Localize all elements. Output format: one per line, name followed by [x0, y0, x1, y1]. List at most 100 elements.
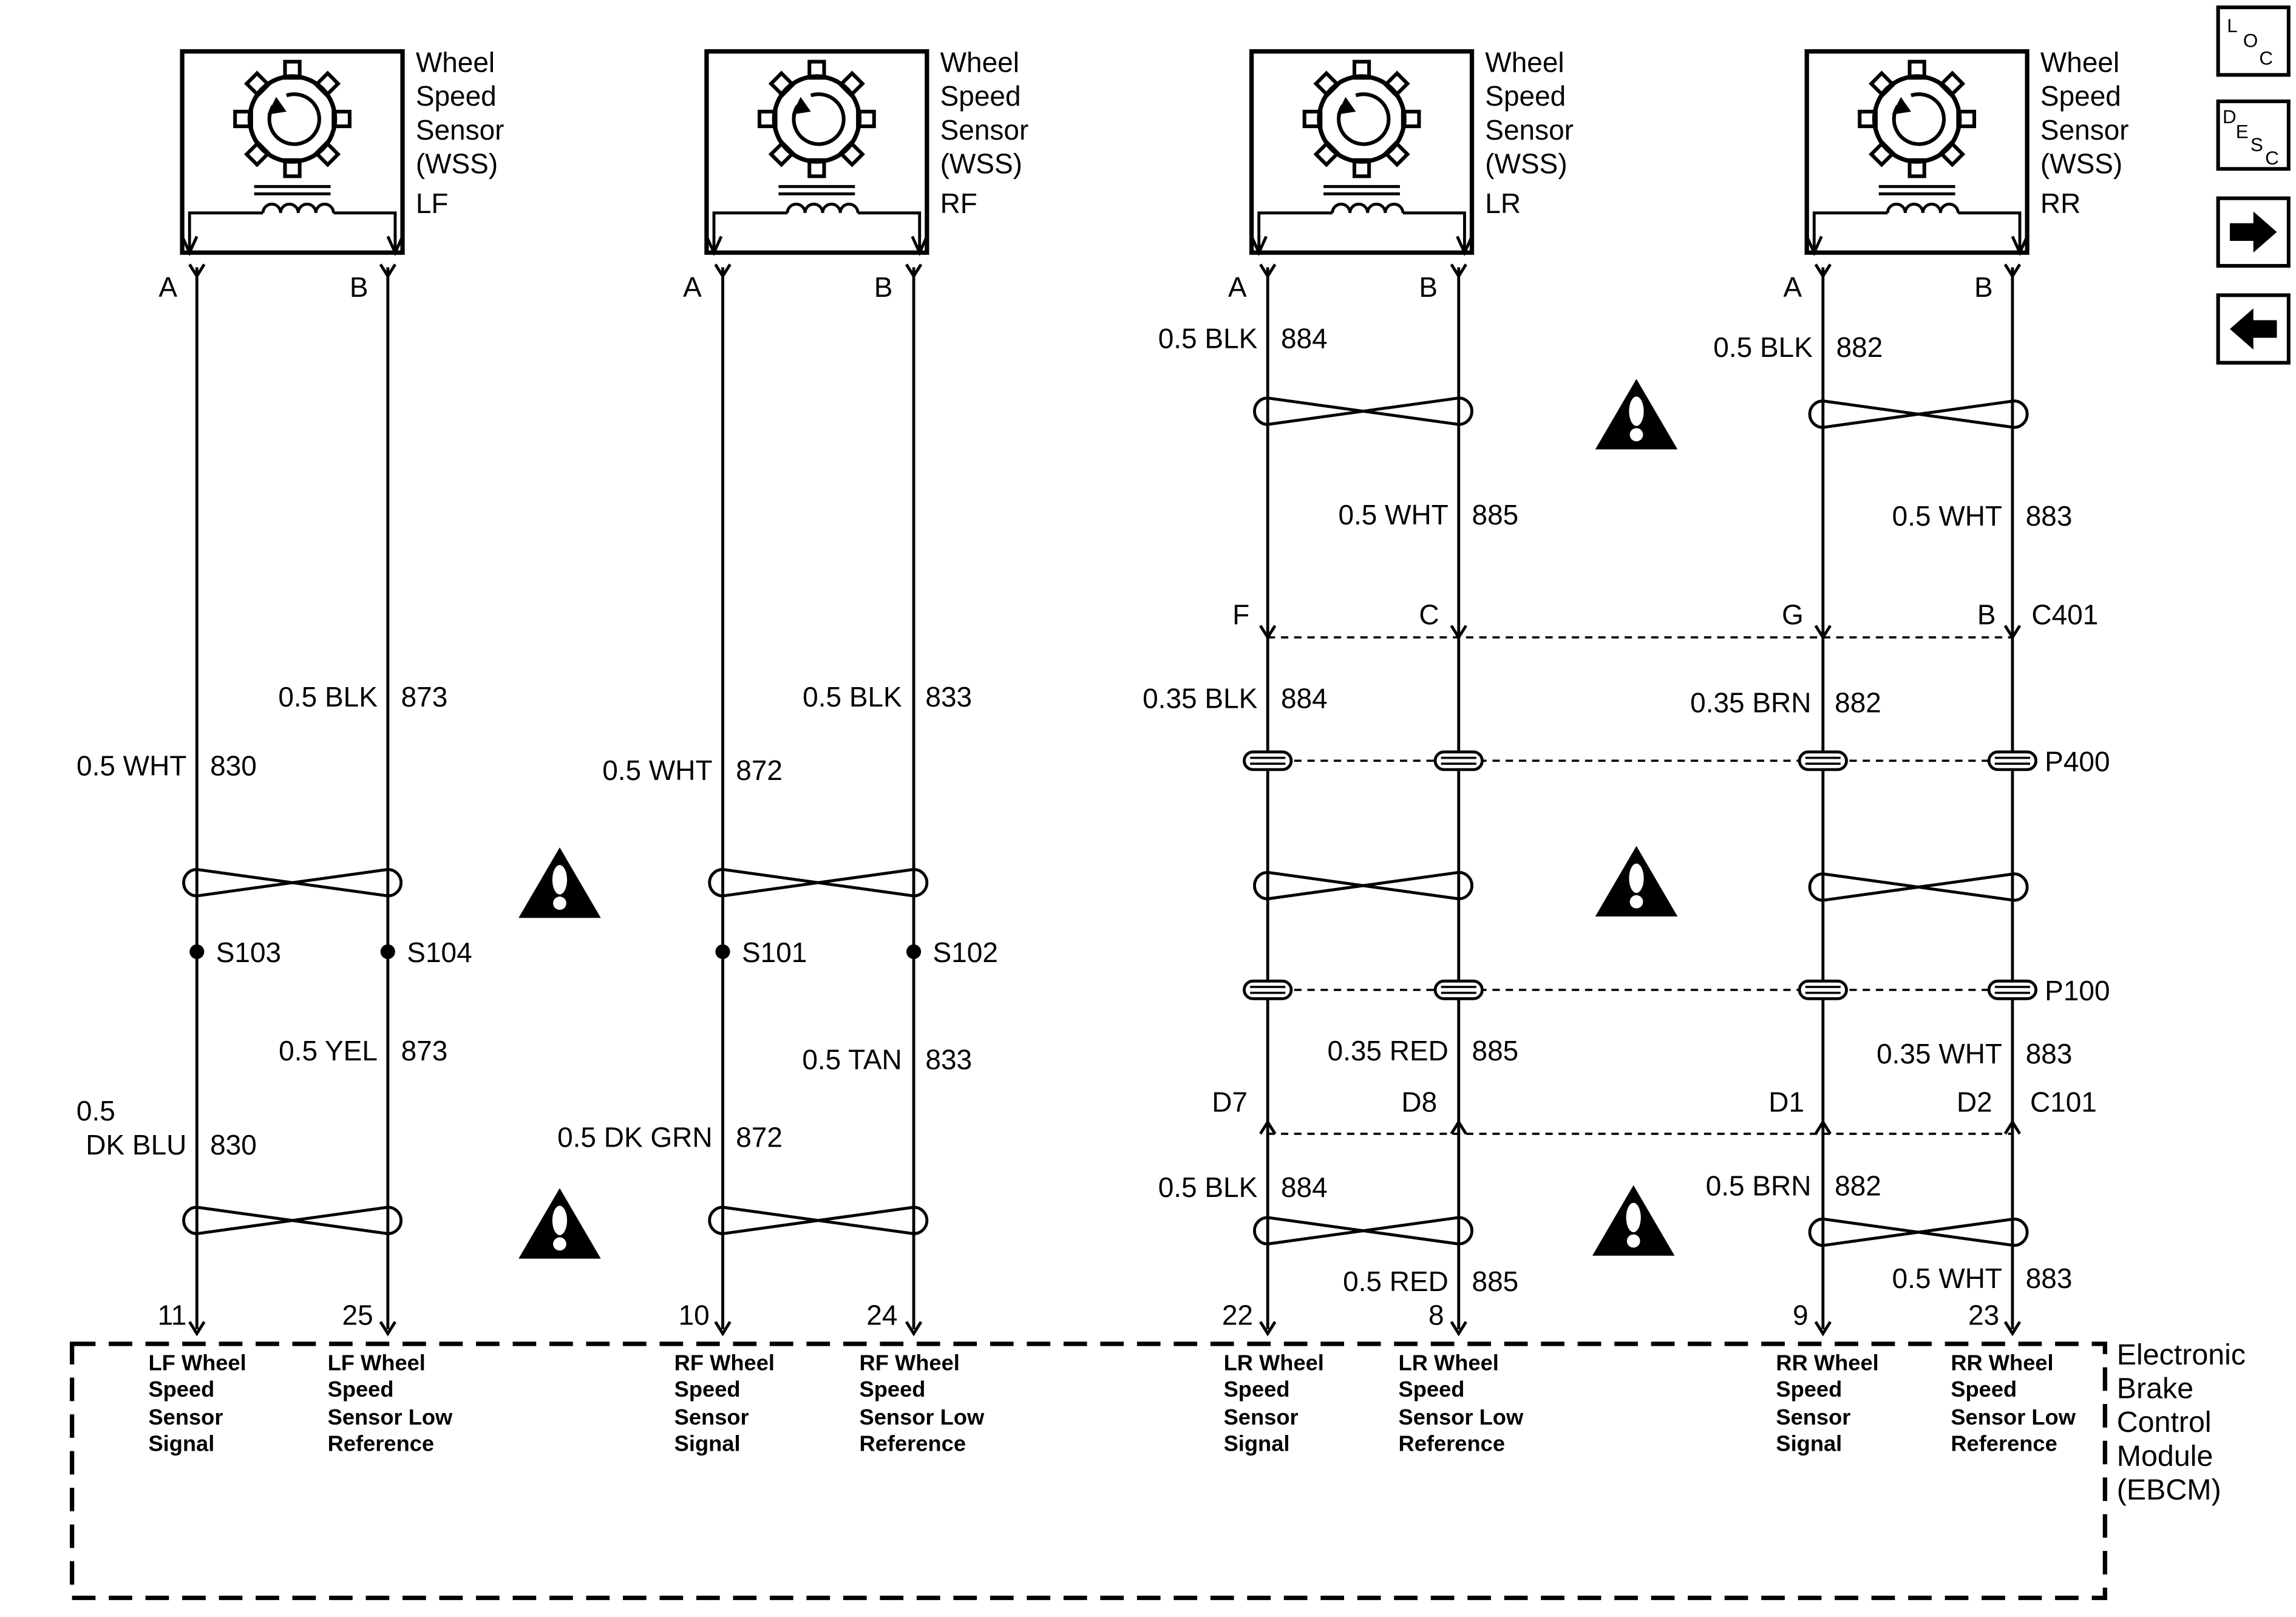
- ebcm-pin-terminals: [189, 1322, 2020, 1334]
- signal-label-line: Signal: [148, 1431, 214, 1456]
- wire-gauge-color: 0.5 BRN: [1706, 1170, 1812, 1202]
- inline-connector-icon: [1435, 752, 1482, 770]
- connector-pin-label: B: [1977, 598, 1996, 630]
- connector-pin-label: D2: [1957, 1086, 1992, 1118]
- sensor-label-line: Sensor: [416, 114, 504, 146]
- wire-gauge-color: 0.5 TAN: [802, 1043, 902, 1075]
- signal-label-line: Sensor Low: [1951, 1405, 2076, 1429]
- pin-label: B: [874, 271, 893, 303]
- pin-label: A: [158, 271, 177, 303]
- ebcm-pin-number: 10: [679, 1299, 710, 1331]
- connector-c401: F C G B C401: [1232, 598, 2098, 637]
- inline-connector-icon: [1244, 752, 1291, 770]
- ebcm-title: Electronic Brake Control Module (EBCM): [2117, 1338, 2246, 1507]
- inline-connector-icon: [1799, 752, 1846, 770]
- caution-icon: [1595, 379, 1678, 450]
- ebcm-title-line: (EBCM): [2117, 1473, 2221, 1506]
- signal-label-line: Sensor: [1224, 1405, 1299, 1429]
- wire-gauge-color: 0.5 WHT: [1338, 499, 1448, 531]
- signal-label-line: RR Wheel: [1951, 1351, 2053, 1375]
- ebcm-title-line: Brake: [2117, 1372, 2193, 1405]
- signal-label-line: Sensor: [1776, 1405, 1850, 1429]
- desc-letter: D: [2223, 106, 2237, 127]
- wire-circuit-number: 882: [1836, 331, 1883, 363]
- location-button[interactable]: L O C: [2216, 5, 2291, 77]
- inline-connector-icon: [1989, 752, 2036, 770]
- connector-pin-label: D7: [1212, 1086, 1248, 1118]
- signal-label-line: Sensor Low: [328, 1405, 453, 1429]
- signal-label-line: Sensor: [148, 1405, 223, 1429]
- wire-circuit-number: 830: [210, 1129, 257, 1161]
- splice-dot-icon: [380, 944, 395, 960]
- sensor-box: [180, 49, 405, 255]
- signal-label-line: Reference: [1951, 1431, 2057, 1456]
- signal-label-line: LF Wheel: [328, 1351, 426, 1375]
- signal-label-line: Speed: [1224, 1377, 1290, 1402]
- sensor-label-line: Sensor: [1485, 114, 1574, 146]
- signal-label-line: RR Wheel: [1776, 1351, 1878, 1375]
- twisted-pair-markers: [184, 398, 2028, 1246]
- connector-p100: P100: [1244, 975, 2110, 1006]
- sensor-text-rf: Wheel Speed Sensor (WSS) RF: [940, 47, 1029, 219]
- ebcm-signal-lf-a: LF Wheel Speed Sensor Signal: [148, 1351, 246, 1456]
- sensor-label-line: Sensor: [940, 114, 1029, 146]
- inline-connector-icon: [1989, 981, 2036, 998]
- wire-circuit-number: 872: [736, 1122, 783, 1153]
- signal-label-line: Signal: [1776, 1431, 1842, 1456]
- signal-label-line: Sensor: [674, 1405, 749, 1429]
- desc-letter: E: [2236, 121, 2249, 142]
- next-button[interactable]: [2216, 196, 2291, 268]
- arrow-right-icon: [2230, 211, 2277, 253]
- wire-gauge-color: 0.35 RED: [1328, 1035, 1449, 1066]
- twisted-pair-icon: [1254, 1218, 1472, 1244]
- signal-label-line: Reference: [328, 1431, 434, 1456]
- sensor-label-line: (WSS): [940, 148, 1022, 180]
- signal-label-line: Speed: [1776, 1377, 1842, 1402]
- twisted-pair-icon: [1810, 401, 2027, 428]
- sensor-position: RR: [2040, 188, 2080, 219]
- wire-circuit-number: 884: [1281, 682, 1328, 714]
- wire-circuit-number: 883: [2026, 1263, 2073, 1294]
- sensor-label-line: Wheel: [940, 47, 1019, 78]
- description-button[interactable]: D E S C: [2216, 99, 2291, 171]
- signal-label-line: RF Wheel: [860, 1351, 960, 1375]
- connector-name: P100: [2045, 975, 2110, 1006]
- connector-c101: D7 D8 D1 D2 C101: [1212, 1086, 2097, 1134]
- splice-dot-icon: [189, 944, 205, 960]
- splice-dot-icon: [906, 944, 922, 960]
- ebcm-pin-number: 9: [1793, 1299, 1809, 1331]
- splice-label: S101: [742, 937, 807, 968]
- ebcm-title-line: Electronic: [2117, 1338, 2246, 1371]
- wire-gauge-color: 0.5 BLK: [1713, 331, 1813, 363]
- ebcm-module-box: [70, 1341, 2108, 1601]
- caution-icon: [1595, 846, 1678, 917]
- sensor-text-lf: Wheel Speed Sensor (WSS) LF: [416, 47, 504, 219]
- splices: S103 S104 S101 S102: [189, 937, 998, 968]
- sensor-lf: Wheel: [180, 49, 405, 255]
- twisted-pair-icon: [1810, 874, 2027, 901]
- sensor-label-line: (WSS): [1485, 148, 1567, 180]
- sensor-position: RF: [940, 188, 977, 219]
- wire-gauge-color: 0.5 DK GRN: [557, 1122, 712, 1153]
- wire-gauge-color: DK BLU: [86, 1129, 186, 1161]
- twisted-pair-icon: [184, 1207, 401, 1234]
- sensor-position: LR: [1485, 188, 1521, 219]
- pin-label: A: [1783, 271, 1802, 303]
- wire-circuit-number: 884: [1281, 322, 1328, 354]
- sensor-label-line: Sensor: [2040, 114, 2129, 146]
- wire-gauge-color: 0.5 BLK: [1158, 322, 1258, 354]
- wire-gauge-color: 0.35 WHT: [1877, 1038, 2002, 1070]
- ebcm-pin-number: 22: [1222, 1299, 1253, 1331]
- wire-gauge-color: 0.35 BLK: [1143, 682, 1257, 714]
- wire-circuit-number: 885: [1472, 1035, 1519, 1066]
- wire-circuit-number: 830: [210, 750, 257, 782]
- wire-gauge-color: 0.35 BRN: [1690, 687, 1811, 719]
- desc-letter: S: [2250, 134, 2263, 155]
- ebcm-pin-number: 24: [866, 1299, 897, 1331]
- splice-label: S103: [216, 937, 281, 968]
- pin-label: A: [683, 271, 702, 303]
- previous-button[interactable]: [2216, 293, 2291, 365]
- wire-circuit-number: 872: [736, 754, 783, 786]
- connector-pin-label: G: [1782, 598, 1804, 630]
- wheel-speed-sensor-icon: [707, 62, 927, 253]
